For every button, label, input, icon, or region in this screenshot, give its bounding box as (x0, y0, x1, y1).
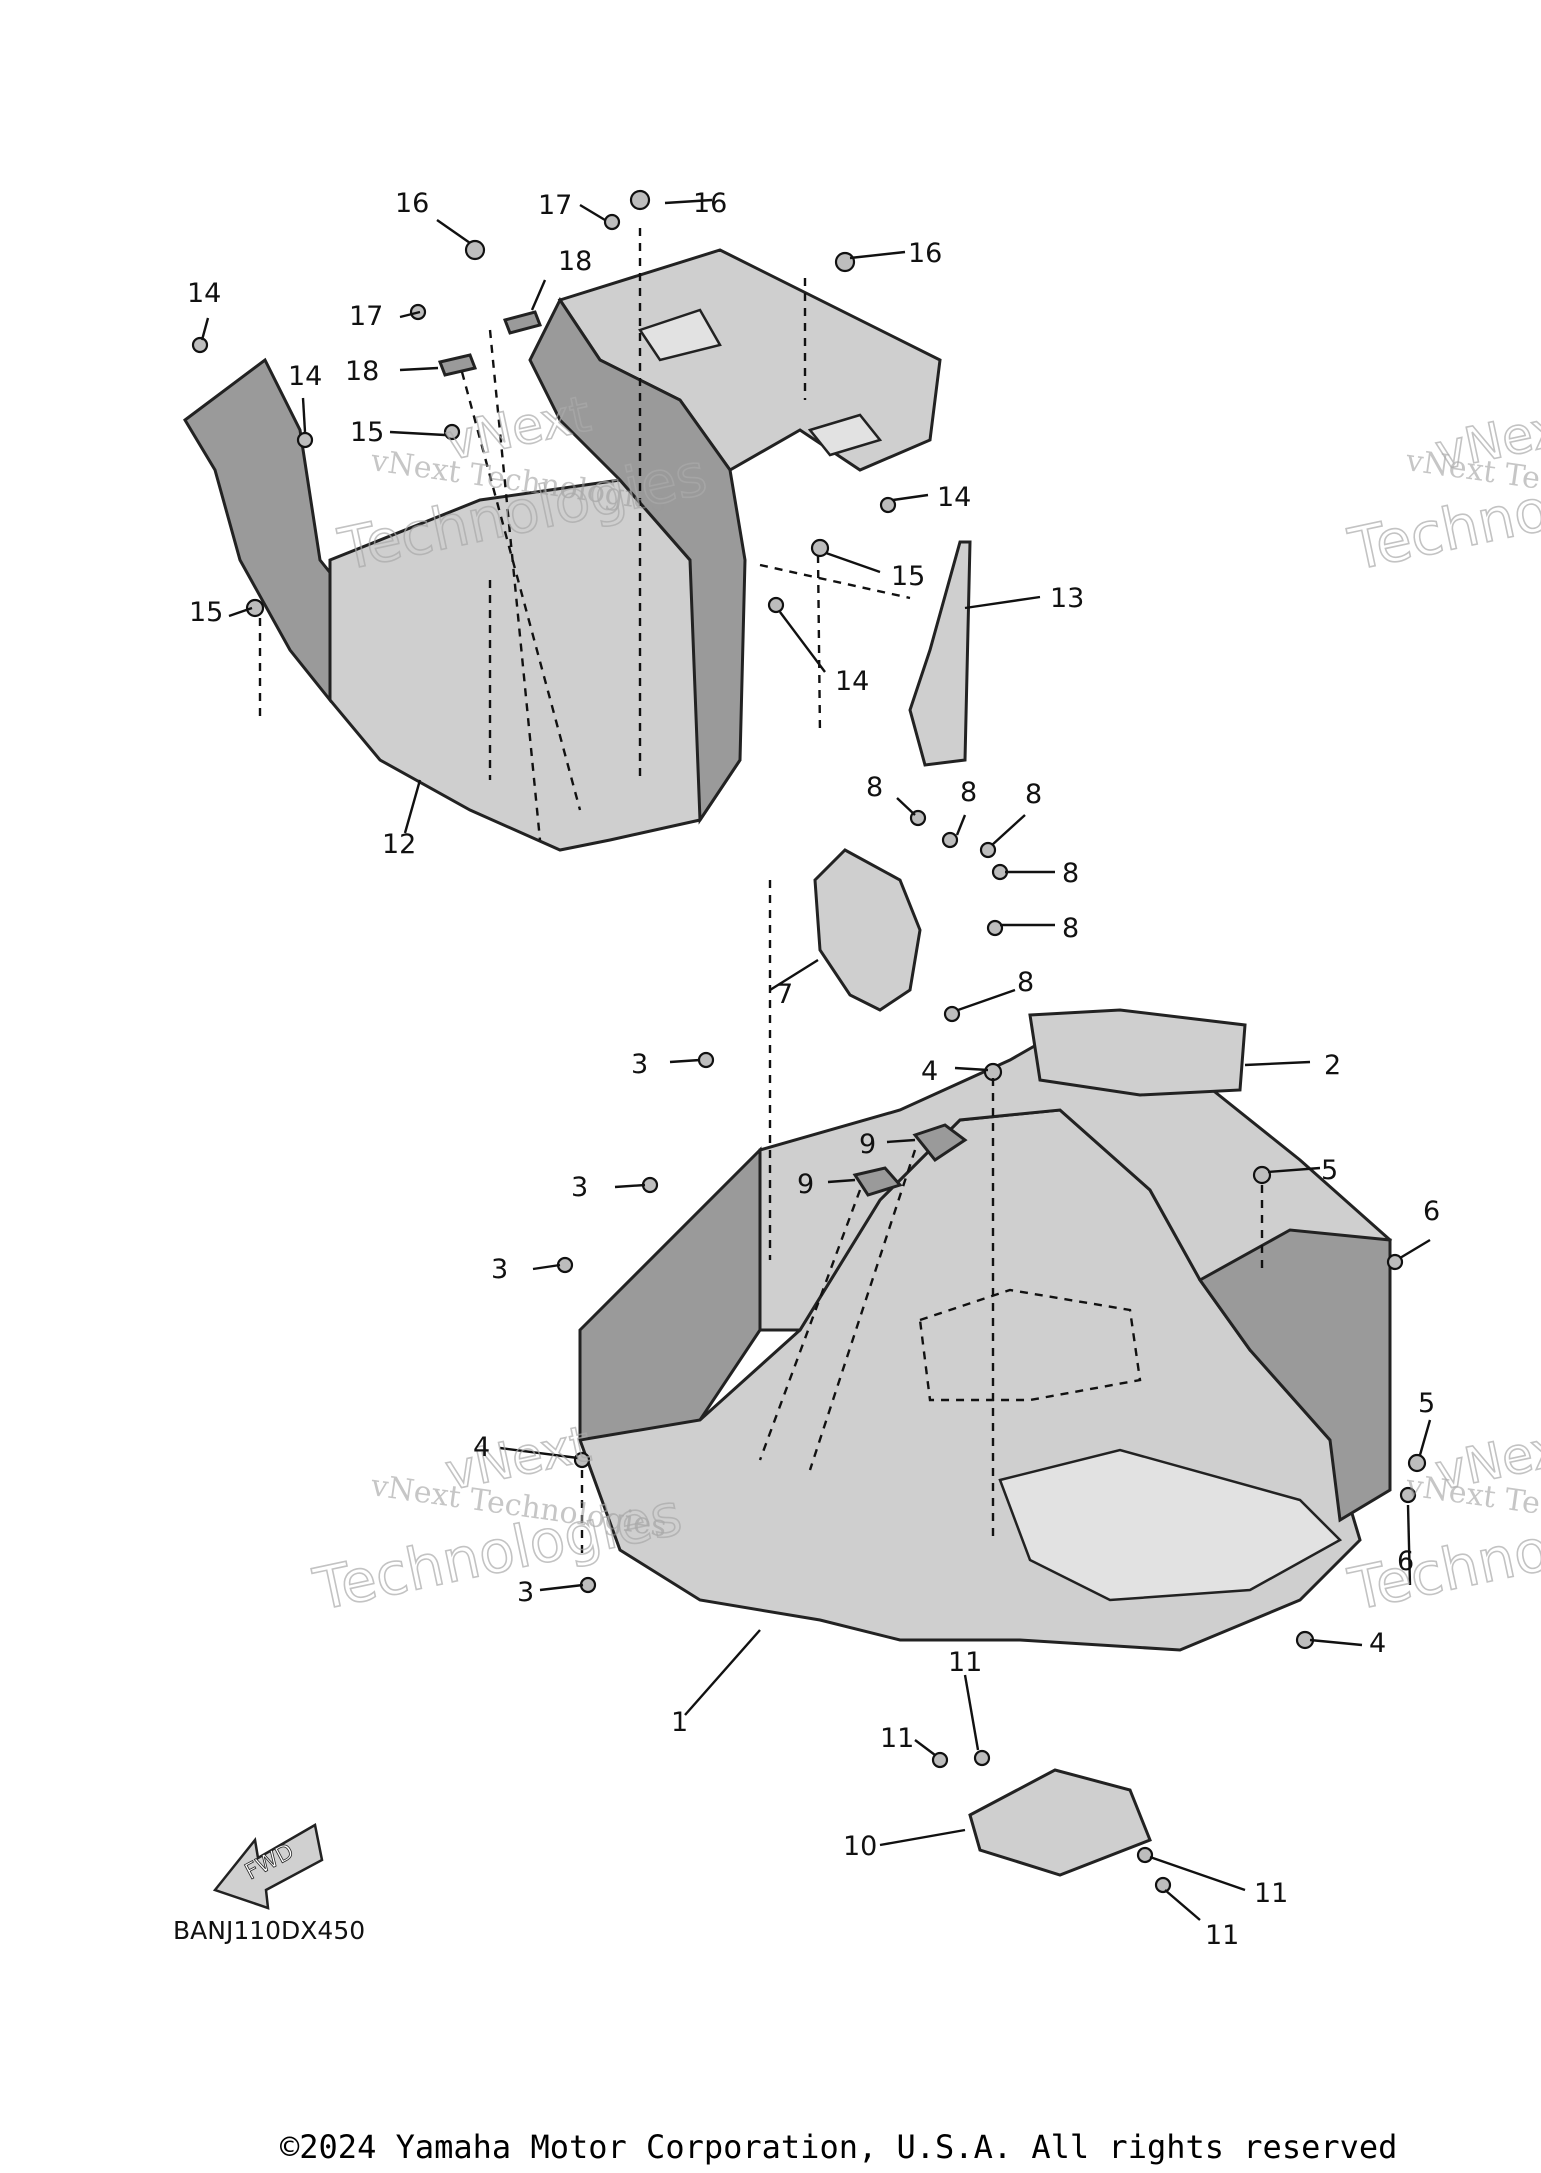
part-10-plate (968, 1768, 1152, 1877)
callout-17: 17 (538, 190, 572, 221)
fwd-arrow: FWD (212, 1823, 324, 1910)
callout-labels: 16 17 16 16 18 14 17 14 18 15 14 15 13 1… (187, 188, 1440, 1951)
callout-18: 18 (345, 356, 379, 387)
callout-1: 1 (671, 1707, 688, 1738)
callout-15: 15 (189, 597, 223, 628)
callout-16: 16 (908, 238, 942, 269)
callout-9: 9 (797, 1169, 814, 1200)
callout-11: 11 (1254, 1878, 1288, 1909)
callout-14: 14 (937, 482, 971, 513)
part-9-pad-a (912, 1123, 968, 1163)
assembly-dashed-lines (258, 228, 1264, 1560)
callout-3: 3 (517, 1577, 534, 1608)
callout-15: 15 (350, 417, 384, 448)
callout-13: 13 (1050, 583, 1084, 614)
callout-8: 8 (1062, 858, 1079, 889)
callout-9: 9 (859, 1129, 876, 1160)
callout-18: 18 (558, 246, 592, 277)
callout-12: 12 (382, 829, 416, 860)
callout-11: 11 (880, 1723, 914, 1754)
callout-3: 3 (491, 1254, 508, 1285)
callout-16: 16 (395, 188, 429, 219)
callout-16: 16 (693, 188, 727, 219)
callout-8: 8 (960, 777, 977, 808)
callout-14: 14 (835, 666, 869, 697)
callout-5: 5 (1418, 1388, 1435, 1419)
callout-15: 15 (891, 561, 925, 592)
part-18-pad-b (437, 353, 478, 377)
callout-8: 8 (866, 772, 883, 803)
part-9-pad-b (852, 1166, 903, 1197)
callout-4: 4 (473, 1432, 490, 1463)
callout-3: 3 (631, 1049, 648, 1080)
callout-8: 8 (1025, 779, 1042, 810)
callout-6: 6 (1423, 1196, 1440, 1227)
part-7-bracket (813, 848, 922, 1012)
callout-2: 2 (1324, 1050, 1341, 1081)
callout-14: 14 (288, 361, 322, 392)
callout-5: 5 (1321, 1155, 1338, 1186)
callout-11: 11 (948, 1647, 982, 1678)
callout-4: 4 (921, 1056, 938, 1087)
part-1-floor-assembly (577, 1018, 1393, 1652)
callout-4: 4 (1369, 1628, 1386, 1659)
callout-8: 8 (1017, 967, 1034, 998)
callout-10: 10 (843, 1831, 877, 1862)
callout-3: 3 (571, 1172, 588, 1203)
copyright-notice: ©2024 Yamaha Motor Corporation, U.S.A. A… (280, 2128, 1398, 2166)
part-13-side-panel (908, 540, 972, 767)
callout-17: 17 (349, 301, 383, 332)
leader-lines (200, 198, 1432, 1921)
watermark-next-1: vNext (440, 385, 595, 472)
part-12-upper-box (183, 248, 942, 852)
part-2-pad (1028, 1008, 1247, 1097)
callout-8: 8 (1062, 913, 1079, 944)
callout-14: 14 (187, 278, 221, 309)
callout-11: 11 (1205, 1920, 1239, 1951)
callout-6: 6 (1397, 1546, 1414, 1577)
diagram-code: BANJ110DX450 (173, 1916, 365, 1945)
part-18-pad-a (503, 310, 542, 335)
callout-7: 7 (776, 979, 793, 1010)
